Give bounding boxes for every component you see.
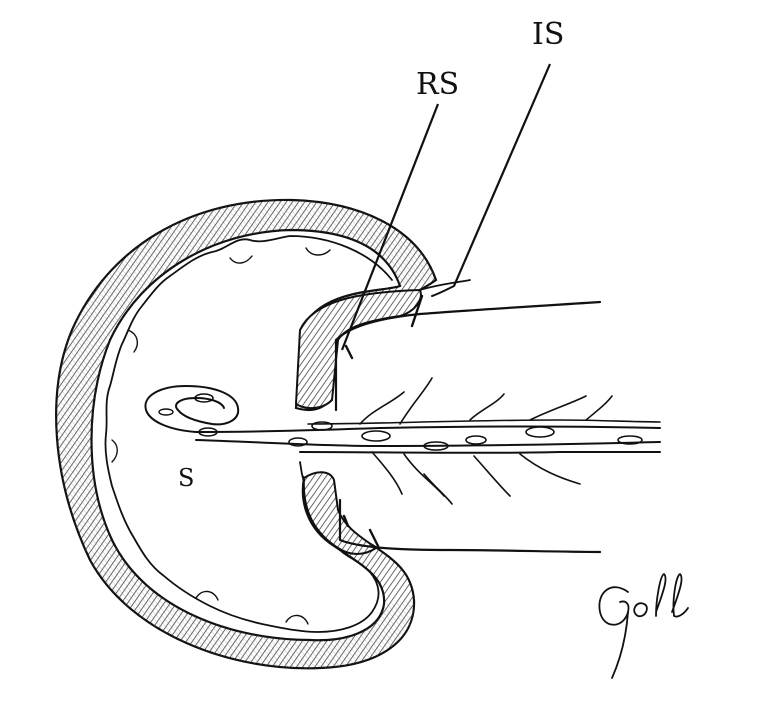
label-s: S: [178, 464, 194, 492]
artist-signature: [599, 574, 688, 678]
wall-fibers: [112, 248, 330, 624]
cord-tube: [336, 280, 600, 552]
axial-duct: [196, 420, 660, 453]
spiral-tip: [145, 386, 238, 436]
label-rs: RS: [416, 67, 459, 102]
label-is: IS: [532, 17, 564, 52]
attachment-marks: [344, 296, 422, 546]
